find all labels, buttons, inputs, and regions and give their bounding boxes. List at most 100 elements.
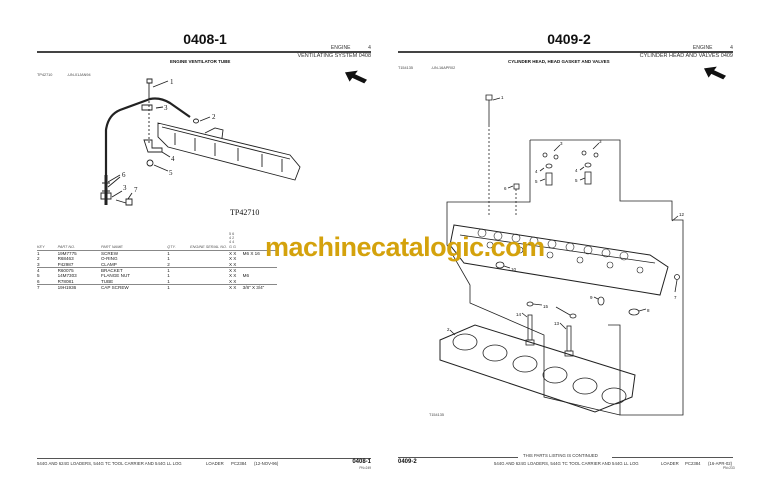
cell-part-name: FLANGE NUT <box>100 273 131 279</box>
footer-catalog: PC2384 <box>231 461 247 466</box>
footer-rule-left <box>398 457 518 458</box>
col-part-no: PART NO. <box>57 244 76 249</box>
model-digit-row: 4 4 <box>228 240 235 245</box>
cell-qty: 1 <box>167 278 170 284</box>
next-arrow-icon <box>704 66 726 80</box>
callout-5b: 5 <box>575 178 578 183</box>
table-row: 2 R68463 O-RING 1 X X <box>37 256 277 261</box>
callout-13: 13 <box>554 321 560 326</box>
figure-title: CYLINDER HEAD, HEAD GASKET AND VALVES <box>508 59 610 64</box>
cell-key: 4 <box>37 267 58 274</box>
cell-serial <box>190 267 229 274</box>
cell-remarks: M6 <box>242 273 250 279</box>
cell-part-no: R60075 <box>57 267 101 274</box>
cell-models: X X <box>228 273 237 279</box>
footer-description: 544G AND 624G LOADERS, 544G TC TOOL CARR… <box>494 461 639 466</box>
cell-part-name: BRACKET <box>100 267 168 274</box>
cell-part-no: P42987 <box>57 261 74 267</box>
cell-remarks <box>242 267 277 274</box>
footer-sub-code: PN=233 <box>723 466 735 470</box>
cell-part-name: O-RING <box>100 256 118 262</box>
diagram-label: T154135 <box>429 413 444 417</box>
figure-title: ENGINE VENTILATOR TUBE <box>170 59 231 64</box>
cell-models: X X <box>228 249 243 257</box>
cell-part-no: R78081 <box>57 278 74 284</box>
cell-key: 6 <box>37 278 40 284</box>
cell-part-name: CLAMP <box>100 261 117 267</box>
callout-6: 6 <box>504 186 507 191</box>
footer-rule-right <box>612 457 733 458</box>
cell-key: 7 <box>37 284 58 291</box>
cell-part-name: CAP SCREW <box>100 284 168 291</box>
table-row: 3 P42987 CLAMP 2 X X <box>37 262 277 268</box>
cell-qty: 1 <box>167 267 191 274</box>
footer-type: LOADER <box>661 461 679 466</box>
section-group-number: 4 <box>368 45 371 51</box>
callout-7: 7 <box>674 295 677 300</box>
figure-date: -UN-01JAN94 <box>67 73 91 77</box>
footer-description: 544G AND 624G LOADERS, 544G TC TOOL CARR… <box>37 461 182 466</box>
col-part-name: PART NAME <box>100 244 123 249</box>
cell-models: X X <box>228 278 237 284</box>
model-digit-row: G G <box>228 244 236 249</box>
section-group-label: ENGINE <box>692 45 713 51</box>
callout-5: 5 <box>169 169 173 177</box>
cell-qty: 2 <box>167 261 170 267</box>
model-digit-row: 5 6 <box>228 232 235 236</box>
callout-1: 1 <box>501 95 504 100</box>
cell-key: 2 <box>37 256 40 262</box>
table-header-row: KEY PART NO. PART NAME QTY. ENGINE SERIA… <box>37 232 277 250</box>
cell-serial <box>190 284 229 291</box>
footer-page-number: 0409-2 <box>398 459 417 465</box>
callout-6: 6 <box>122 171 126 179</box>
page-number: 0409-2 <box>547 31 591 47</box>
footer-date: (12-NOV-96) <box>254 461 279 466</box>
cell-part-no: 19M7775 <box>57 249 101 257</box>
callout-3: 3 <box>164 104 168 112</box>
table-row: 5 14M7303 FLANGE NUT 1 X X M6 <box>37 273 277 278</box>
section-group-label: ENGINE <box>330 45 351 51</box>
callout-10: 10 <box>511 267 517 272</box>
model-digit-row: 4 2 <box>228 236 235 241</box>
ventilator-tube-diagram: 1 3 2 4 5 6 3 7 <box>100 78 301 206</box>
cell-part-no: 19H1936 <box>57 284 101 291</box>
cylinder-head-diagram: 1 3 4 5 3 4 5 6 12 10 9 7 8 15 14 13 2 <box>439 94 685 416</box>
cell-key: 1 <box>37 249 58 257</box>
cell-remarks: 3/8" X 3/4" <box>242 284 277 291</box>
cell-key: 3 <box>37 261 40 267</box>
cell-models: X X <box>228 261 237 267</box>
figure-date: -UN-16APR02 <box>431 66 456 70</box>
figure-id: TP42710 <box>37 73 53 77</box>
callout-3b: 3 <box>123 184 127 192</box>
table-row: 7 19H1936 CAP SCREW 1 X X 3/8" X 3/4" <box>37 284 277 291</box>
cell-models: X X <box>228 267 243 274</box>
callout-1: 1 <box>170 78 174 86</box>
table-row: 4 R60075 BRACKET 1 X X <box>37 267 277 274</box>
callout-4b: 4 <box>575 168 578 173</box>
footer-type: LOADER <box>206 461 224 466</box>
footer-rule <box>37 458 371 459</box>
header-rule <box>398 51 733 53</box>
next-arrow-icon <box>345 70 367 84</box>
figure-id: T154135 <box>398 66 413 70</box>
cell-qty: 1 <box>167 249 191 257</box>
right-page-0409-2: 0409-2 ENGINE 4 CYLINDER HEAD AND VALVES… <box>384 0 768 497</box>
section-group-number: 4 <box>730 45 733 51</box>
callout-3b: 3 <box>599 139 602 144</box>
col-models: 5 6 4 2 4 4 G G <box>229 232 243 250</box>
cell-part-name: SCREW <box>100 249 168 257</box>
callout-3: 3 <box>560 141 563 146</box>
diagram-label: TP42710 <box>230 208 260 217</box>
cell-key: 5 <box>37 273 40 279</box>
cell-part-no: R68463 <box>57 256 74 262</box>
cell-models: X X <box>228 284 243 291</box>
footer-continued: THIS PARTS LISTING IS CONTINUED <box>523 453 598 458</box>
cell-models: X X <box>228 256 237 262</box>
cell-qty: 1 <box>167 284 191 291</box>
callout-5: 5 <box>535 179 538 184</box>
callout-9: 9 <box>590 295 593 300</box>
callout-7: 7 <box>134 186 138 194</box>
section-title: CYLINDER HEAD AND VALVES 0409 <box>639 53 733 59</box>
callout-8: 8 <box>647 308 650 313</box>
section-group: ENGINE 4 <box>331 45 371 51</box>
